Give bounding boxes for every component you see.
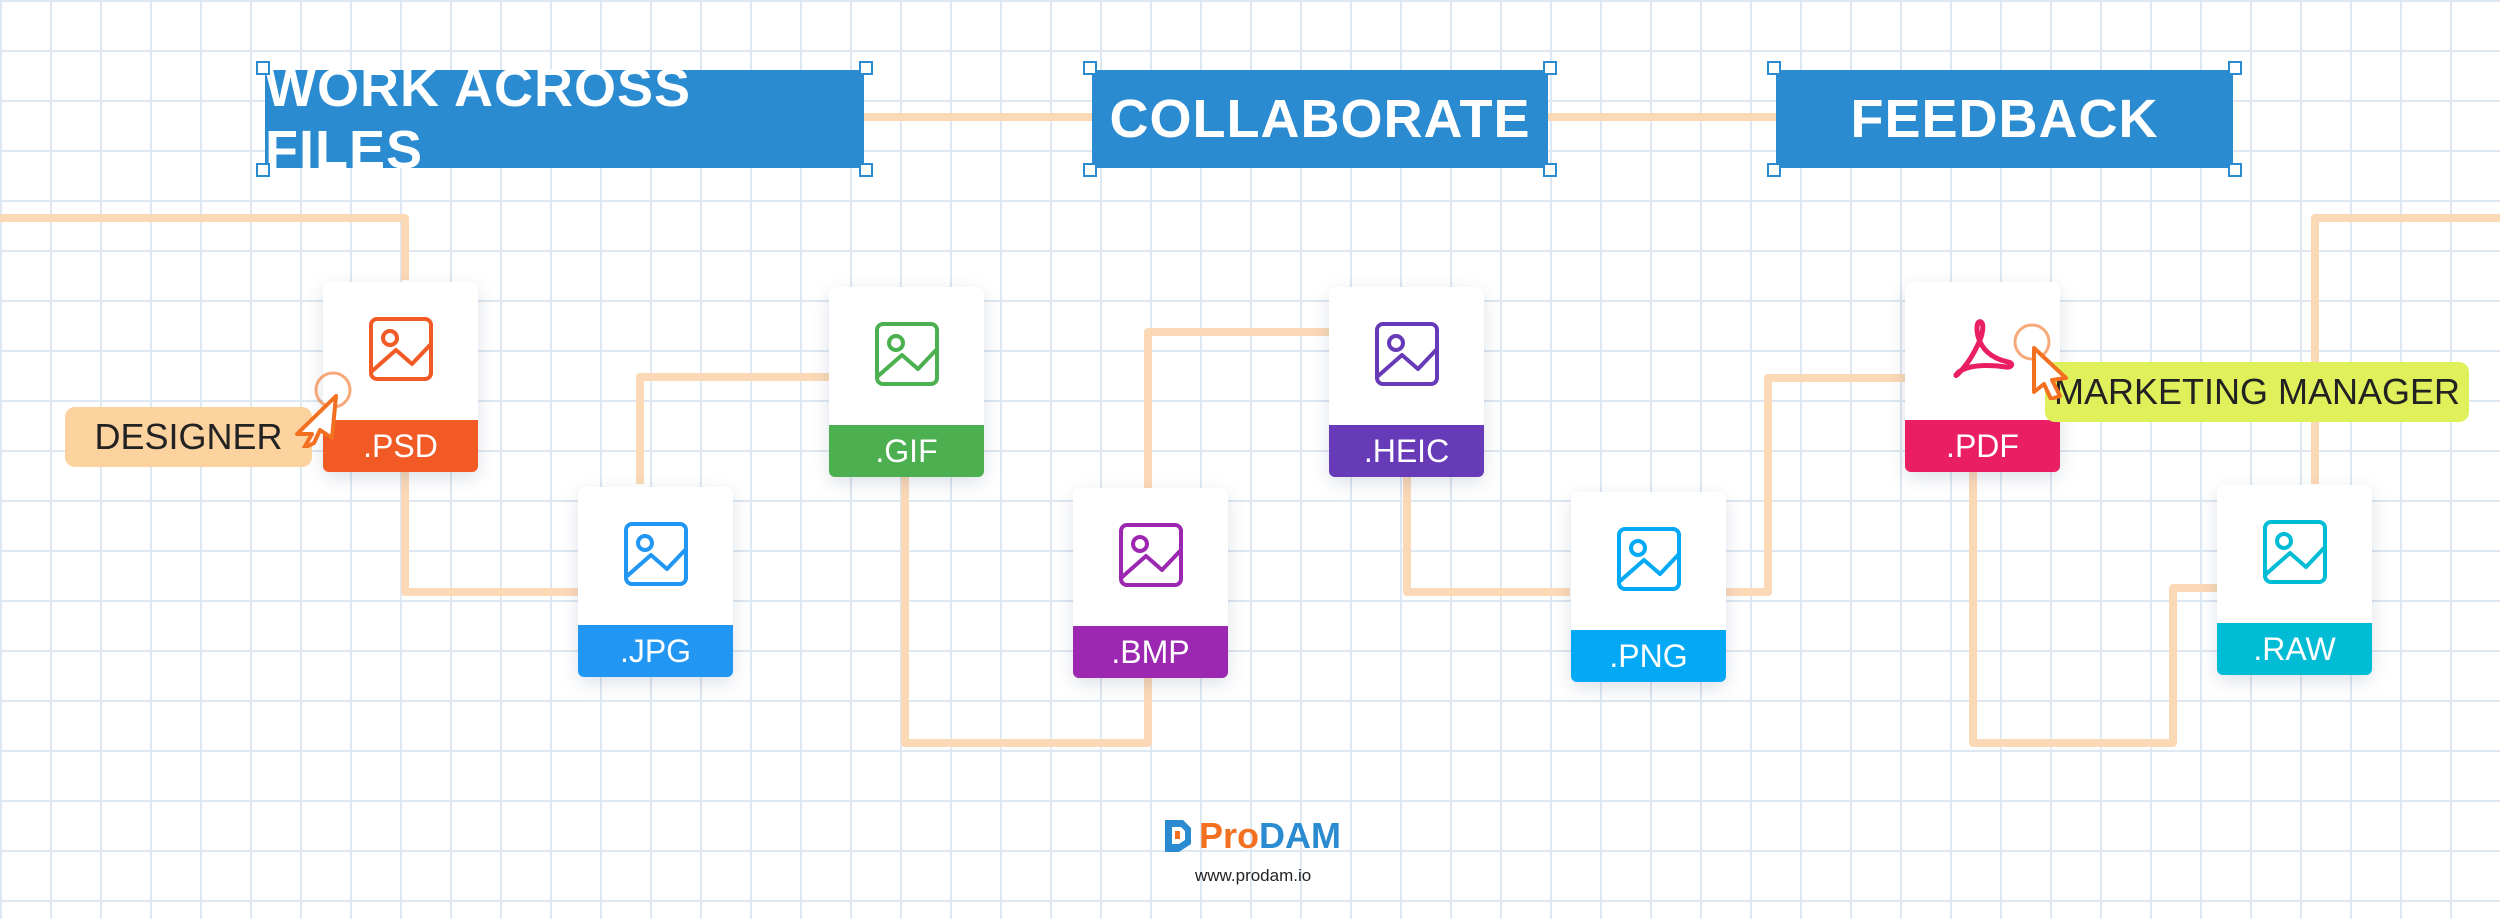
- logo-pro: Pro: [1199, 815, 1260, 856]
- banner-collaborate[interactable]: COLLABORATE: [1083, 61, 1557, 177]
- file-type-label: .PDF: [1905, 420, 2060, 472]
- file-card-raw[interactable]: .RAW: [2217, 485, 2372, 675]
- file-type-label: .GIF: [829, 425, 984, 477]
- image-icon: [2263, 520, 2327, 584]
- file-type-label: .BMP: [1073, 626, 1228, 678]
- prodam-logo: ProDAM: [1163, 815, 1341, 857]
- acrobat-icon: [1953, 319, 2015, 378]
- resize-handle[interactable]: [1083, 163, 1097, 177]
- prodam-logo-icon: [1165, 820, 1191, 852]
- resize-handle[interactable]: [2228, 163, 2242, 177]
- image-icon: [875, 322, 939, 386]
- resize-handle[interactable]: [256, 61, 270, 75]
- file-card-jpg[interactable]: .JPG: [578, 487, 733, 677]
- tag-label: MARKETING MANAGER: [2053, 371, 2461, 412]
- banner-label: COLLABORATE: [1109, 89, 1531, 149]
- image-icon: [1375, 322, 1439, 386]
- file-card-heic[interactable]: .HEIC: [1329, 287, 1484, 477]
- file-card-png[interactable]: .PNG: [1571, 492, 1726, 682]
- manager-cursor-icon: [2013, 323, 2068, 400]
- file-card-gif[interactable]: .GIF: [829, 287, 984, 477]
- image-icon: [369, 317, 433, 381]
- resize-handle[interactable]: [1543, 163, 1557, 177]
- banner-label: FEEDBACK: [1850, 89, 2159, 149]
- file-card-psd[interactable]: .PSD: [323, 282, 478, 472]
- banner-label: WORK ACROSS FILES: [265, 58, 691, 180]
- resize-handle[interactable]: [1083, 61, 1097, 75]
- image-icon: [624, 522, 688, 586]
- tag-label: DESIGNER: [94, 416, 283, 457]
- prodam-logo-text: ProDAM: [1199, 815, 1341, 857]
- designer-tag: DESIGNER: [65, 407, 312, 467]
- resize-handle[interactable]: [256, 163, 270, 177]
- image-icon: [1119, 523, 1183, 587]
- resize-handle[interactable]: [1543, 61, 1557, 75]
- marketing-manager-tag: MARKETING MANAGER: [2045, 362, 2469, 422]
- banner-work-across-files[interactable]: WORK ACROSS FILES: [256, 58, 873, 180]
- resize-handle[interactable]: [2228, 61, 2242, 75]
- designer-cursor-icon: [295, 371, 352, 448]
- website-url: www.prodam.io: [1195, 866, 1312, 885]
- file-type-label: .RAW: [2217, 623, 2372, 675]
- file-card-bmp[interactable]: .BMP: [1073, 488, 1228, 678]
- resize-handle[interactable]: [1767, 61, 1781, 75]
- file-type-label: .PSD: [323, 420, 478, 472]
- file-type-label: .JPG: [578, 625, 733, 677]
- resize-handle[interactable]: [1767, 163, 1781, 177]
- file-type-label: .PNG: [1571, 630, 1726, 682]
- banner-feedback[interactable]: FEEDBACK: [1767, 61, 2242, 177]
- file-type-label: .HEIC: [1329, 425, 1484, 477]
- logo-dam: DAM: [1259, 815, 1341, 856]
- resize-handle[interactable]: [859, 163, 873, 177]
- resize-handle[interactable]: [859, 61, 873, 75]
- image-icon: [1617, 527, 1681, 591]
